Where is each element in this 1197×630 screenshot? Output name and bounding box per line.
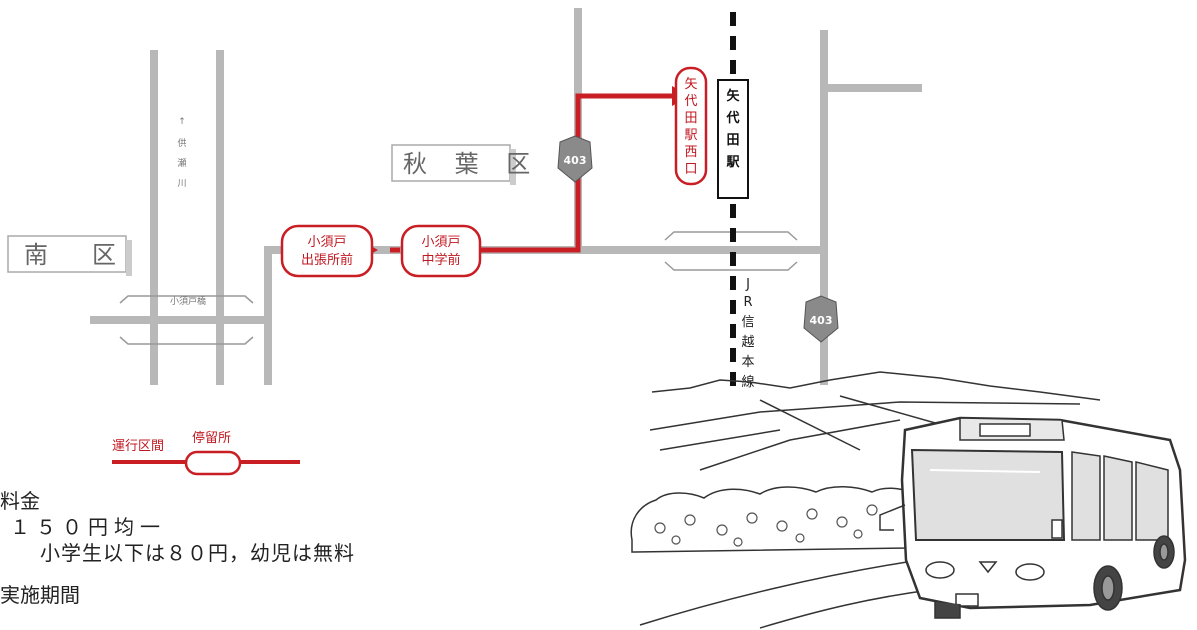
svg-text:信: 信 [741, 315, 754, 330]
svg-text:矢: 矢 [684, 77, 697, 92]
svg-text:小須戸: 小須戸 [421, 235, 460, 250]
fare-child-note: 小学生以下は８０円，幼児は無料 [40, 541, 355, 565]
svg-text:J: J [745, 277, 750, 292]
stop-yashiroda-west: 矢 代 田 駅 西 口 [674, 66, 708, 186]
river-label: ↑ 供 瀬 川 [177, 117, 186, 189]
roads [90, 8, 922, 385]
svg-text:西: 西 [684, 145, 697, 160]
svg-text:403: 403 [564, 154, 587, 167]
svg-text:中学前: 中学前 [421, 252, 460, 268]
fare-info: 料金 １５０円均一 小学生以下は８０円，幼児は無料 実施期間 [0, 488, 640, 608]
district-akiha: 秋 葉 区 [391, 144, 540, 185]
svg-text:瀬: 瀬 [177, 157, 186, 169]
svg-text:口: 口 [684, 162, 697, 177]
bus-illustration [630, 371, 1187, 629]
svg-text:秋 葉 区: 秋 葉 区 [403, 150, 540, 178]
bridges [119, 231, 798, 345]
railway-label: J R 信 越 本 線 [741, 277, 754, 390]
svg-text:出張所前: 出張所前 [301, 252, 353, 268]
stop-kosudo-jhs: 小須戸 中学前 [400, 224, 482, 278]
svg-text:南 区: 南 区 [24, 241, 126, 269]
period-title: 実施期間 [0, 583, 80, 607]
svg-text:停留所: 停留所 [192, 430, 231, 446]
fare-flat-rate: １５０円均一 [10, 515, 166, 539]
svg-text:小須戸: 小須戸 [307, 235, 346, 250]
svg-text:代: 代 [684, 94, 697, 109]
svg-text:駅: 駅 [684, 128, 697, 143]
svg-text:403: 403 [810, 314, 833, 327]
svg-text:供: 供 [177, 137, 186, 149]
svg-text:代: 代 [725, 110, 739, 126]
district-minami: 南 区 [7, 235, 132, 276]
svg-text:越: 越 [741, 335, 754, 350]
svg-text:矢: 矢 [726, 88, 740, 104]
route-403-shield-north: 403 [557, 135, 593, 183]
svg-text:運行区間: 運行区間 [112, 439, 164, 454]
svg-text:田: 田 [684, 111, 697, 126]
station-yashiroda: 矢 代 田 駅 [717, 79, 749, 199]
route-403-shield-south: 403 [803, 295, 839, 343]
svg-text:↑: ↑ [178, 117, 186, 127]
svg-text:R: R [743, 295, 752, 310]
svg-text:川: 川 [177, 179, 186, 189]
bridge-label: 小須戸橋 [170, 295, 206, 307]
fare-title: 料金 [0, 489, 40, 513]
svg-text:田: 田 [726, 133, 739, 148]
legend-stop-symbol [184, 450, 242, 476]
svg-text:駅: 駅 [725, 155, 740, 170]
svg-text:本: 本 [741, 355, 754, 370]
legend: 運行区間 停留所 [112, 430, 300, 476]
stop-kosudo-branch: 小須戸 出張所前 [280, 224, 374, 278]
